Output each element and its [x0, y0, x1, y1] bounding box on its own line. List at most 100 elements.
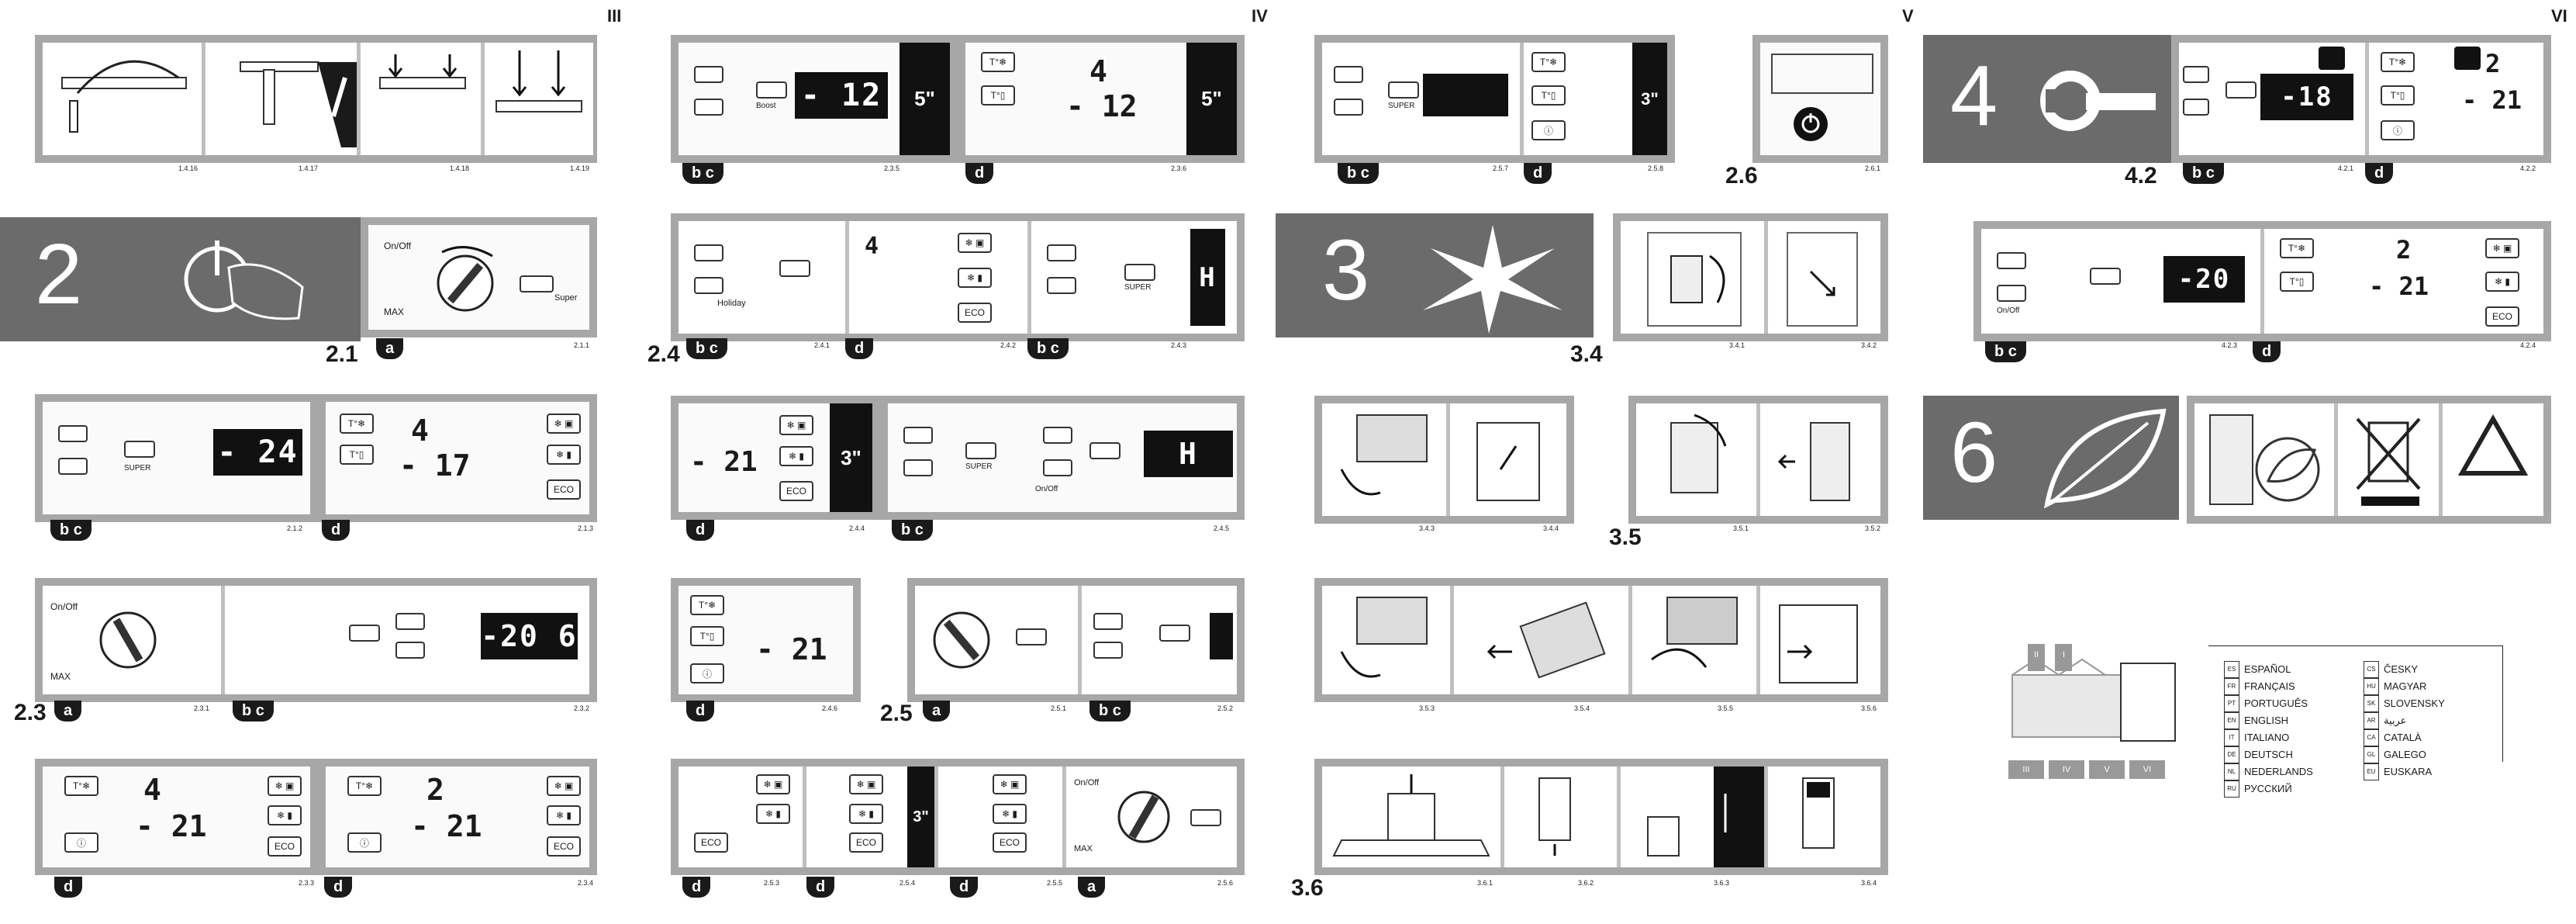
- freezer-temp-button[interactable]: T°❄: [1531, 52, 1566, 72]
- minus-button[interactable]: [395, 642, 425, 659]
- info-button[interactable]: ⓘ: [1531, 120, 1566, 140]
- quick-cool-button[interactable]: ❄ ▮: [2485, 272, 2519, 292]
- plus-button[interactable]: [1043, 427, 1072, 444]
- boost-button[interactable]: [756, 81, 787, 99]
- quick-freeze-button[interactable]: ❄ ▣: [958, 233, 992, 253]
- info-button[interactable]: ⓘ: [690, 663, 724, 683]
- minus-button[interactable]: [694, 277, 723, 294]
- freezer-temp-button[interactable]: T°❄: [340, 414, 374, 434]
- minus-button[interactable]: [58, 458, 88, 475]
- eco-button[interactable]: ECO: [547, 836, 581, 857]
- info-button[interactable]: ⓘ: [64, 832, 98, 853]
- plus-button[interactable]: [1334, 66, 1363, 83]
- quick-cool-button[interactable]: ❄ ▮: [958, 268, 992, 288]
- eco-button[interactable]: ECO: [993, 832, 1027, 853]
- eco-button[interactable]: ECO: [779, 481, 813, 501]
- plus-button[interactable]: [58, 425, 88, 442]
- plus-button[interactable]: [694, 244, 723, 261]
- booklet-page-tab: IV: [2049, 760, 2084, 779]
- eco-button[interactable]: ECO: [547, 479, 581, 500]
- fridge-temp-button[interactable]: T°▯: [2381, 85, 2415, 106]
- quick-freeze-button[interactable]: ❄ ▣: [756, 774, 790, 794]
- minus-button[interactable]: [1334, 99, 1363, 116]
- boost-button[interactable]: [2090, 268, 2121, 285]
- eco-button[interactable]: ECO: [849, 832, 883, 853]
- fridge-temp-button[interactable]: T°▯: [981, 85, 1015, 106]
- eco-button[interactable]: ECO: [958, 303, 992, 323]
- minus-button[interactable]: [903, 459, 933, 476]
- super-button[interactable]: [1190, 809, 1221, 826]
- plus-button[interactable]: [1047, 244, 1076, 261]
- quick-cool-button[interactable]: ❄ ▮: [547, 805, 581, 825]
- freezer-temp-button[interactable]: T°❄: [64, 776, 98, 796]
- super-button[interactable]: [965, 442, 996, 459]
- quick-freeze-button[interactable]: ❄ ▣: [849, 774, 883, 794]
- eco-button[interactable]: ECO: [2485, 306, 2519, 327]
- super-button[interactable]: [124, 441, 155, 458]
- minus-button[interactable]: [1043, 459, 1072, 476]
- panel-2-6-1: [1752, 35, 1888, 163]
- language-divider: [2502, 645, 2503, 762]
- info-button[interactable]: ⓘ: [2381, 120, 2415, 140]
- plus-button[interactable]: [1093, 613, 1123, 630]
- eco-button[interactable]: ECO: [694, 832, 728, 853]
- super-button[interactable]: [1159, 625, 1190, 642]
- freezer-temp-button[interactable]: T°❄: [2381, 52, 2415, 72]
- minus-button[interactable]: [1047, 277, 1076, 294]
- super-button[interactable]: [1016, 628, 1047, 645]
- quick-cool-button[interactable]: ❄ ▮: [268, 805, 302, 825]
- filter-pack-illustration: [1651, 597, 1738, 668]
- figure-number: 4.2.1: [2338, 164, 2354, 172]
- freezer-temp-button[interactable]: T°❄: [981, 52, 1015, 72]
- quick-freeze-button[interactable]: ❄ ▣: [2485, 238, 2519, 258]
- quick-cool-button[interactable]: ❄ ▮: [993, 804, 1027, 824]
- holiday-button[interactable]: [779, 260, 810, 277]
- quick-cool-button[interactable]: ❄ ▮: [756, 804, 790, 824]
- minus-button[interactable]: [694, 99, 723, 116]
- fridge-temp-button[interactable]: T°▯: [690, 626, 724, 646]
- quick-freeze-button[interactable]: ❄ ▣: [779, 415, 813, 435]
- minus-button[interactable]: [1093, 642, 1123, 659]
- minus-button[interactable]: [2183, 99, 2209, 116]
- plus-button[interactable]: [1997, 252, 2026, 269]
- plus-button[interactable]: [694, 66, 723, 83]
- info-button[interactable]: ⓘ: [347, 832, 382, 853]
- quick-cool-button[interactable]: ❄ ▮: [547, 445, 581, 465]
- quick-freeze-button[interactable]: ❄ ▣: [547, 414, 581, 434]
- super-button[interactable]: [520, 275, 554, 292]
- super-button[interactable]: [1124, 264, 1155, 281]
- panel-2-4-4: - 21 ❄ ▣ ❄ ▮ ECO 3": [671, 396, 880, 520]
- freezer-temp-button[interactable]: T°❄: [2280, 238, 2314, 258]
- boost-button[interactable]: [2226, 81, 2257, 99]
- figure-number: 3.6.4: [1861, 879, 1877, 887]
- freezer-temp-readout: - 21: [690, 446, 758, 478]
- freezer-temp-button[interactable]: T°❄: [347, 776, 382, 796]
- fridge-temp-button[interactable]: T°▯: [2280, 272, 2314, 292]
- fridge-temp-button[interactable]: T°▯: [1531, 85, 1566, 106]
- quick-freeze-button[interactable]: ❄ ▣: [547, 776, 581, 796]
- quick-freeze-button[interactable]: ❄ ▣: [993, 774, 1027, 794]
- super-button[interactable]: [349, 625, 380, 642]
- filter-cover-illustration: [1476, 422, 1540, 501]
- panel-4-2-1: -18: [2179, 43, 2369, 155]
- boost-button[interactable]: [1089, 442, 1121, 459]
- super-button[interactable]: [1388, 81, 1419, 99]
- minus-button[interactable]: [1997, 285, 2026, 302]
- plus-button[interactable]: [2183, 66, 2209, 83]
- eco-button[interactable]: ECO: [268, 836, 302, 857]
- step-tag: b c: [686, 338, 727, 359]
- quick-cool-button[interactable]: ❄ ▮: [779, 446, 813, 466]
- plus-button[interactable]: [903, 427, 933, 444]
- quick-freeze-button[interactable]: ❄ ▣: [268, 776, 302, 796]
- fridge-temp-button[interactable]: T°▯: [340, 445, 374, 465]
- panel-2-1-3: T°❄ T°▯ 4 - 17 ❄ ▣ ❄ ▮ ECO: [318, 394, 597, 522]
- figure-number: 2.3.5: [884, 164, 900, 172]
- freezer-temp-button[interactable]: T°❄: [690, 595, 724, 615]
- figure-number: 3.5.1: [1733, 524, 1749, 532]
- freezer-display: - 24: [213, 429, 302, 476]
- panel-2-5-row: ❄ ▣ ❄ ▮ ECO ❄ ▣ ❄ ▮ ECO 3" ❄ ▣ ❄ ▮ ECO O…: [671, 759, 1245, 875]
- plus-button[interactable]: [395, 613, 425, 630]
- quick-cool-button[interactable]: ❄ ▮: [849, 804, 883, 824]
